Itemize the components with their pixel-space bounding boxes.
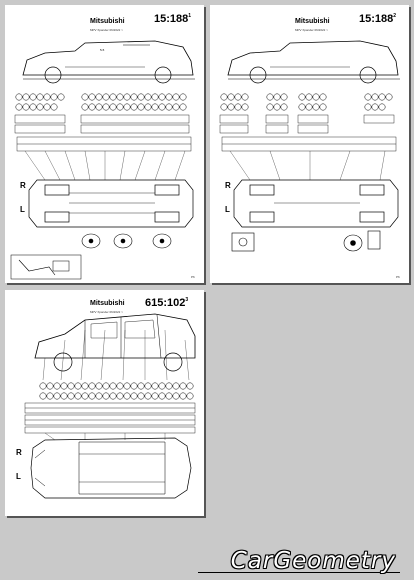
body-diagram-3 (24, 313, 196, 499)
left-side-label: L (16, 472, 21, 481)
page-number: P6 (396, 275, 400, 279)
svg-text:5-5: 5-5 (100, 48, 105, 52)
drawing-sheet-2: Mitsubishi MPV Xpander 06/2022 > 15:1882… (210, 5, 409, 283)
reference-circles-row-1 (15, 93, 187, 111)
plan-view-1 (28, 179, 194, 228)
right-side-label: R (225, 181, 231, 190)
sheet-brand: Mitsubishi (90, 18, 125, 25)
sheet-code: 15:1882 (359, 13, 397, 25)
sheet-subtitle: MPV Xpander 06/2022 > (295, 28, 328, 32)
logo-underline (198, 572, 400, 573)
sheet-subtitle: MPV Xpander 06/2022 > (90, 28, 123, 32)
sheet-brand: Mitsubishi (295, 18, 330, 25)
drawing-sheet-1: 5-5 (5, 5, 204, 283)
cargeometry-logo: CarGeometry (230, 548, 396, 574)
measurement-tables-1 (14, 114, 192, 152)
page-number: P6 (191, 275, 195, 279)
underbody-diagram-2 (219, 40, 400, 252)
sheet-subtitle: MPV Xpander 06/2022 > (90, 310, 123, 314)
sheet-brand: Mitsubishi (90, 300, 125, 307)
left-side-label: L (20, 205, 25, 214)
drawing-sheet-3: Mitsubishi MPV Xpander 06/2022 > 615:102… (5, 290, 204, 516)
right-side-label: R (20, 181, 26, 190)
left-side-label: L (225, 205, 230, 214)
right-side-label: R (16, 448, 22, 457)
sheet-code: 15:1881 (154, 13, 192, 25)
underbody-diagram-1: 5-5 (10, 40, 195, 280)
sheet-code: 615:1023 (145, 297, 189, 309)
